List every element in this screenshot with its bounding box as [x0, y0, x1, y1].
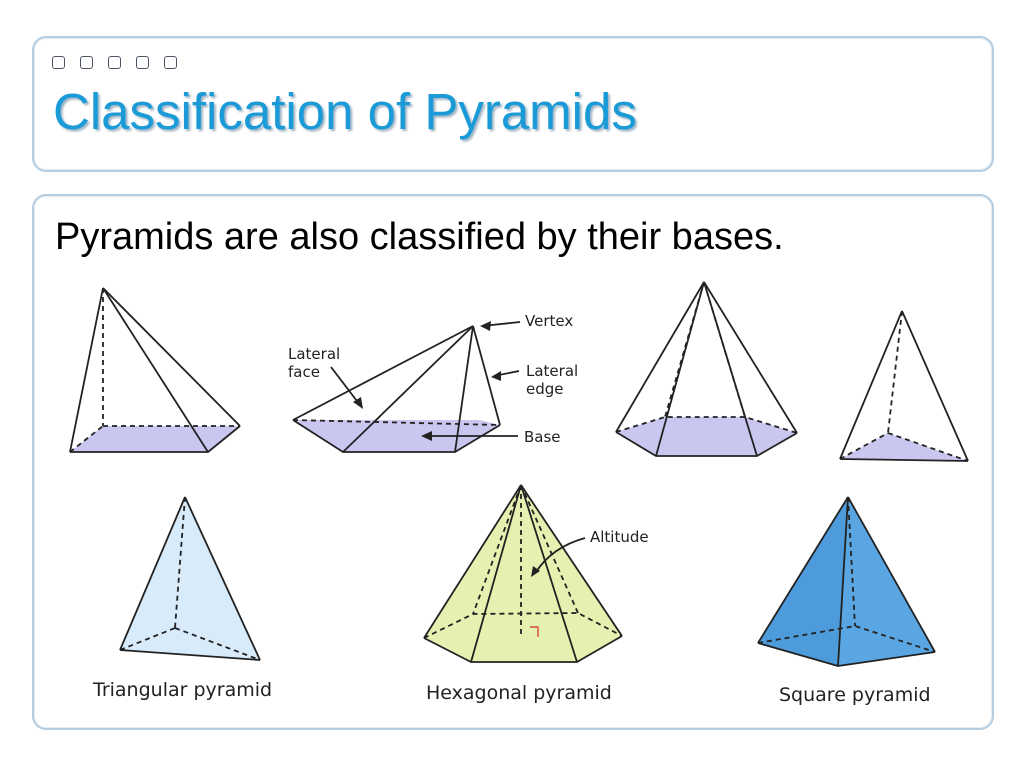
- pyramid-hexagonal-outline: [615, 281, 798, 457]
- square-dot-icon: [164, 56, 177, 69]
- lateral-face-label-line2: face: [288, 363, 320, 381]
- lateral-edge-label-line2: edge: [526, 380, 564, 398]
- pyramid-triangular-blue: [119, 496, 261, 661]
- vertex-label: Vertex: [525, 312, 573, 330]
- square-dot-icon: [80, 56, 93, 69]
- pyramid-skew-square: [69, 287, 241, 453]
- square-dot-icon: [52, 56, 65, 69]
- slide-subtitle: Pyramids are also classified by their ba…: [55, 216, 784, 258]
- pyramid-triangular-outline: [839, 310, 969, 462]
- corner-dots: [52, 56, 177, 69]
- base-label: Base: [524, 428, 561, 446]
- square-dot-icon: [136, 56, 149, 69]
- square-dot-icon: [108, 56, 121, 69]
- caption-triangular: Triangular pyramid: [92, 679, 272, 701]
- caption-hexagonal: Hexagonal pyramid: [426, 682, 612, 704]
- altitude-label: Altitude: [590, 528, 649, 546]
- lateral-face-label-line1: Lateral: [288, 345, 340, 363]
- slide-title: Classification of Pyramids: [53, 83, 637, 140]
- title-panel: [32, 36, 994, 172]
- pyramid-hexagonal-green: [423, 484, 623, 663]
- pyramid-square-blue: [757, 496, 936, 667]
- lateral-edge-label-line1: Lateral: [526, 362, 578, 380]
- pyramid-labeled: [292, 321, 521, 453]
- caption-square: Square pyramid: [779, 684, 931, 706]
